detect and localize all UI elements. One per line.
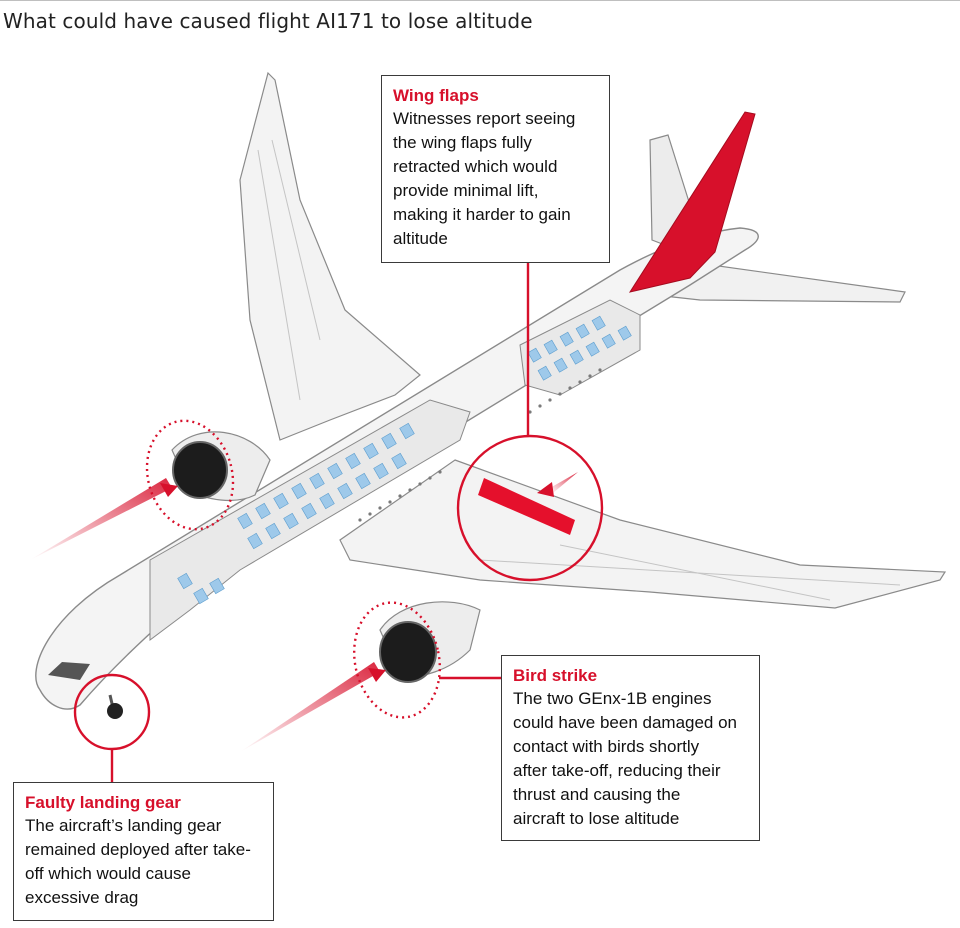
window-row — [358, 368, 602, 522]
left-engine — [171, 431, 271, 501]
left-engine-dotted-ring — [145, 419, 235, 531]
bird-strike-heading: Bird strike — [513, 666, 598, 685]
right-engine-dotted-ring — [352, 601, 442, 719]
top-rule — [0, 0, 960, 1]
left-engine-arrowhead — [160, 483, 178, 497]
wing-flap-arrow-streak — [550, 472, 578, 493]
cabin-cutaway — [149, 399, 471, 641]
landing-gear — [107, 694, 123, 719]
passenger-seats — [177, 315, 632, 605]
landing-gear-heading: Faulty landing gear — [25, 793, 181, 812]
wing-flap-highlight — [478, 478, 575, 535]
tail-fin — [628, 111, 756, 293]
landing-gear-body: The aircraft’s landing gear remained dep… — [25, 816, 251, 907]
wing-flap-highlight-ring — [456, 434, 604, 582]
wing-flaps-callout: Wing flaps Witnesses report seeing the w… — [381, 75, 610, 263]
right-engine — [379, 601, 481, 683]
page-title: What could have caused flight AI171 to l… — [3, 9, 533, 33]
bird-strike-callout: Bird strike The two GEnx-1B engines coul… — [501, 655, 760, 841]
bird-strike-body: The two GEnx-1B engines could have been … — [513, 689, 738, 828]
right-engine-strike-streak — [240, 662, 380, 752]
cockpit-windows — [48, 662, 90, 680]
left-wing — [239, 71, 421, 441]
wing-flaps-heading: Wing flaps — [393, 86, 479, 105]
left-engine-strike-streak — [30, 478, 172, 560]
landing-gear-callout: Faulty landing gear The aircraft’s landi… — [13, 782, 274, 921]
wing-flap-arrowhead — [537, 482, 554, 497]
right-engine-arrowhead — [368, 668, 386, 682]
wing-flaps-body: Witnesses report seeing the wing flaps f… — [393, 109, 576, 248]
right-wing — [339, 459, 947, 609]
